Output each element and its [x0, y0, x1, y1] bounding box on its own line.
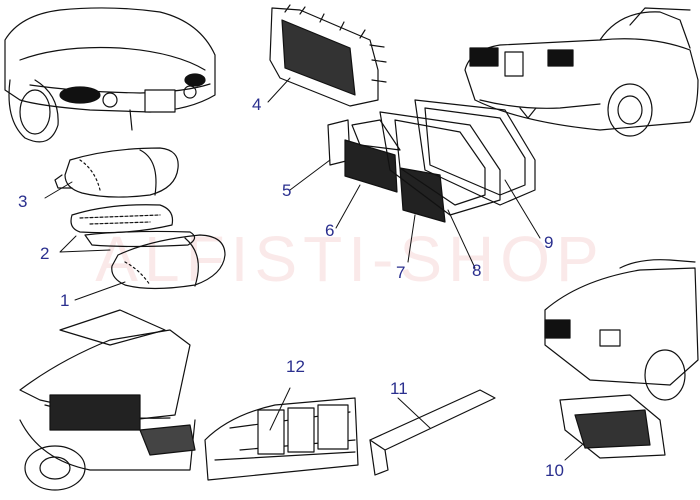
- part-8-gasket: [379, 111, 501, 216]
- leader-lines: [44, 77, 583, 461]
- callout-3: 3: [18, 192, 28, 211]
- callout-6: 6: [325, 221, 335, 240]
- part-2-lamp-base: [70, 204, 196, 248]
- car-rear-bottom-right: [544, 259, 699, 401]
- car-trunk-bottom-left: [19, 309, 196, 491]
- part-11-trim-strip: [369, 389, 496, 476]
- part-6-lens: [344, 119, 401, 193]
- callout-9: 9: [544, 233, 554, 252]
- callout-4: 4: [252, 95, 262, 114]
- part-9-frame: [414, 99, 536, 206]
- part-3-tail-lamp: [54, 147, 179, 198]
- callout-5: 5: [282, 181, 292, 200]
- watermark: ALFISTI-SHOP: [95, 223, 605, 295]
- callout-2: 2: [40, 244, 50, 263]
- callout-1: 1: [60, 291, 70, 310]
- part-12-lamp-cluster: [204, 397, 359, 481]
- car-rear-top-right: [464, 7, 699, 137]
- part-10-badged-lamp: [559, 394, 666, 459]
- callout-10: 10: [545, 461, 564, 480]
- car-rear-top-left: [4, 7, 216, 143]
- callout-8: 8: [472, 261, 482, 280]
- part-4-light-cluster: [269, 4, 387, 107]
- callout-7: 7: [396, 263, 406, 282]
- callout-11: 11: [390, 379, 408, 398]
- part-1-lamp: [111, 234, 226, 290]
- callout-12: 12: [286, 357, 305, 376]
